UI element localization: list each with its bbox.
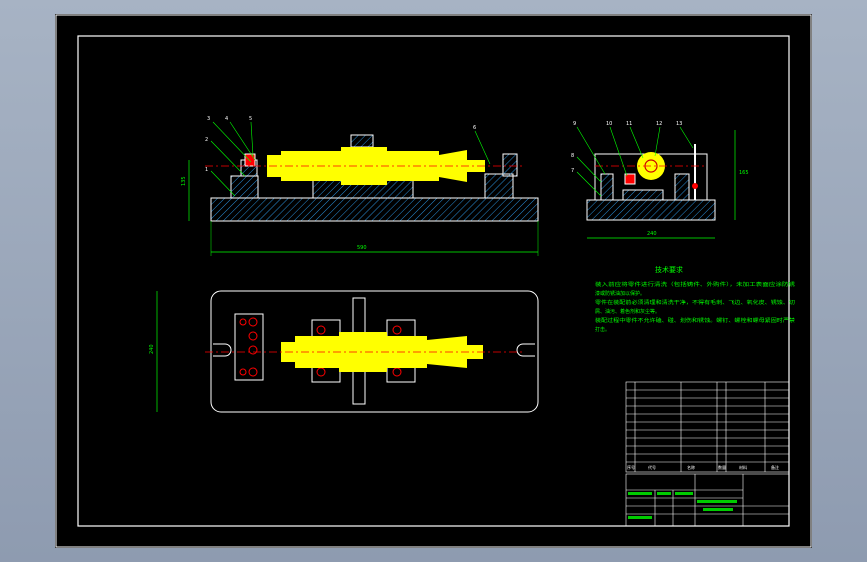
side-post-left [600,173,614,201]
tech-line: 漆或防锈油加以保护。 [595,290,645,297]
title-block [625,473,790,527]
balloon-front: 2 [205,137,208,143]
slot-right [516,343,535,357]
title-block-fills [628,492,737,519]
balloon-side: 8 [571,153,574,159]
balloon-side: 7 [571,168,574,174]
drawing-frame [77,35,790,527]
tech-line: 屑、油污、着色剂和灰尘等。 [595,308,660,315]
tech-line: 装配过程中零件不允许磕、碰、划伤和锈蚀。螺钉、螺栓和螺母紧固时严禁 [595,317,795,324]
front-view: 590 135 3 4 5 2 1 6 [181,116,539,256]
bolt-head [692,183,698,189]
right-block [484,173,514,199]
plan-shaft-tip [467,345,483,359]
assembly-drawing: 590 135 3 4 5 2 1 6 [55,14,812,548]
dim-side-width-text: 240 [647,231,657,237]
bom-header-index: 序号 [627,464,635,470]
dim-side-height-text: 165 [739,170,749,176]
tech-line: 打击。 [595,326,610,333]
left-pin [244,153,256,167]
dim-front-length-text: 590 [357,245,367,251]
cad-viewport[interactable]: 590 135 3 4 5 2 1 6 [55,14,812,548]
dim-plan-height-text: 240 [149,344,155,354]
slot-left [213,343,232,357]
balloon-front: 3 [207,116,210,122]
bom-header-material: 材料 [739,464,747,470]
side-support [622,189,664,201]
tech-line: 装入前应将零件进行清洗（包括铸件、外购件），未加工表面应涂防锈 [595,281,795,288]
balloon-front: 6 [473,125,476,131]
side-pin [624,173,636,185]
tech-line: 零件在装配前必须清理和清洗干净，不得有毛刺、飞边、氧化皮、锈蚀、切 [595,299,795,306]
base-plate [210,197,539,222]
left-block [230,175,259,199]
balloon-front: 1 [205,167,208,173]
bom-header-note: 备注 [771,464,779,470]
outer-border [55,14,812,548]
balloon-side: 11 [626,121,632,127]
balloon-side: 9 [573,121,576,127]
bom-table [625,381,790,473]
right-jaw [502,153,518,177]
balloon-front: 5 [249,116,252,122]
plan-base [210,290,539,413]
tech-title: 技术要求 [655,265,683,274]
top-clamp [350,134,374,148]
balloon-front: 4 [225,116,228,122]
bom-header-qty: 数量 [718,464,726,470]
bom-header-name: 名称 [687,464,695,470]
side-post-right [674,173,690,201]
shaft-end-right [467,160,485,172]
side-view: 240 165 9 10 11 12 13 8 7 [571,121,749,239]
plan-shaft-center [339,332,387,372]
side-leaders [576,126,694,197]
side-base [586,199,716,221]
balloon-side: 10 [606,121,612,127]
front-leaders [210,121,491,197]
tech-requirements: 技术要求 装入前应将零件进行清洗（包括铸件、外购件），未加工表面应涂防锈 漆或防… [595,265,795,333]
plan-left-block [234,313,264,381]
shaft-center [341,147,387,185]
balloon-side: 13 [676,121,682,127]
balloon-side: 12 [656,121,662,127]
bom-header-code: 代号 [648,464,656,470]
dim-front-height-text: 135 [181,176,187,186]
plan-view: 240 [149,290,539,413]
